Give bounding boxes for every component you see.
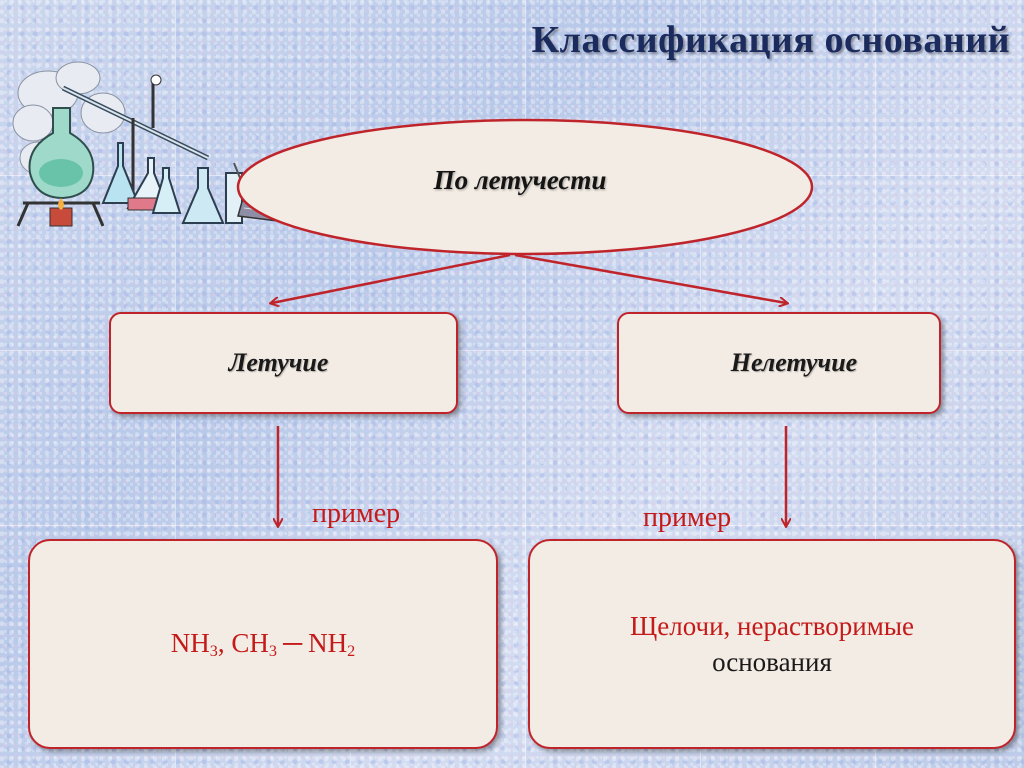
arrow-to-nonvolatile [514,253,786,303]
example-label: пример [312,498,401,529]
example-text: Щелочи, нерастворимые основания [630,610,914,677]
example-box-volatile: NH3, CH3─NH2 [28,539,498,749]
lab-glassware-icon [12,61,310,227]
category-box-volatile: Летучие [109,312,458,414]
root-node-label: По летучести [433,165,607,195]
background-gridline [0,350,1024,351]
slide-title: Классификация оснований [531,19,1010,61]
background-gridline [525,0,526,768]
example-label: пример [643,502,732,533]
category-label: Летучие [228,348,329,377]
arrow-to-volatile [272,253,511,303]
category-label: Нелетучие [730,348,858,377]
root-ellipse [236,118,814,256]
category-box-nonvolatile: Нелетучие [617,312,941,414]
background-gridline [0,525,1024,526]
chemical-formula: NH3, CH3─NH2 [170,628,356,661]
example-box-nonvolatile: Щелочи, нерастворимые основания [528,539,1016,749]
